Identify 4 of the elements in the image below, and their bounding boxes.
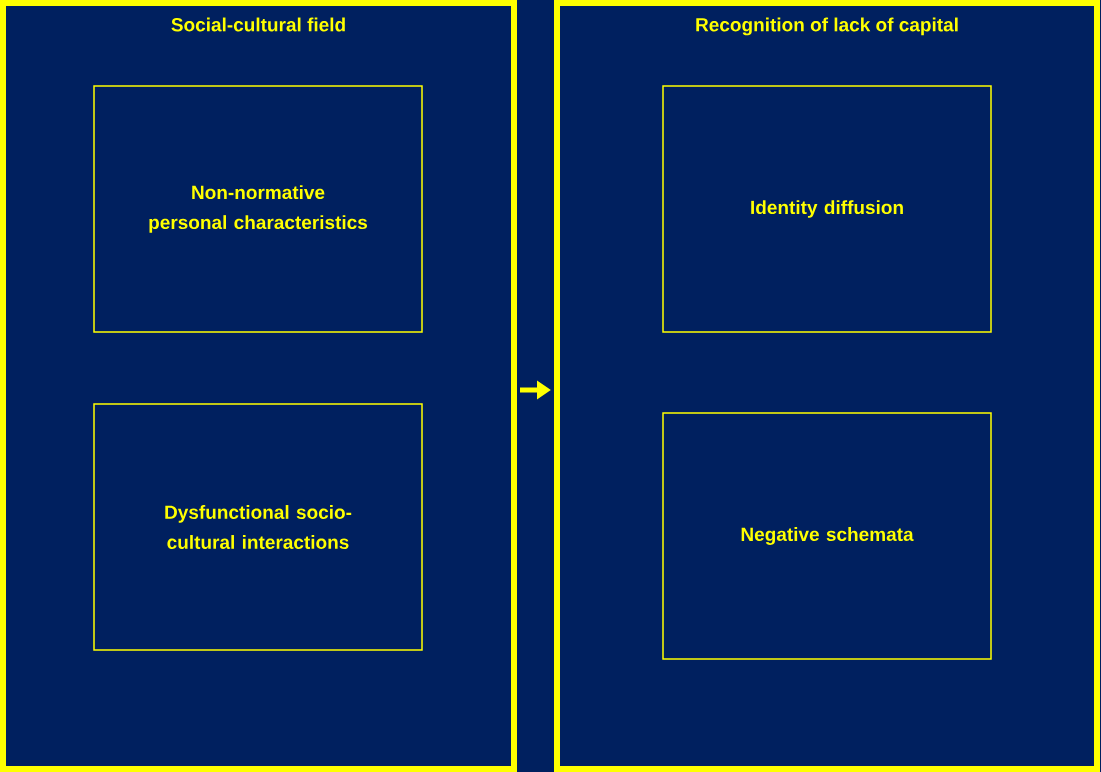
concept-box: Dysfunctional socio-cultural interactions	[93, 403, 423, 651]
concept-box: Negative schemata	[662, 412, 992, 660]
concept-box: Non-normative personal characteristics	[93, 85, 423, 333]
concept-box: Identity diffusion	[662, 85, 992, 333]
